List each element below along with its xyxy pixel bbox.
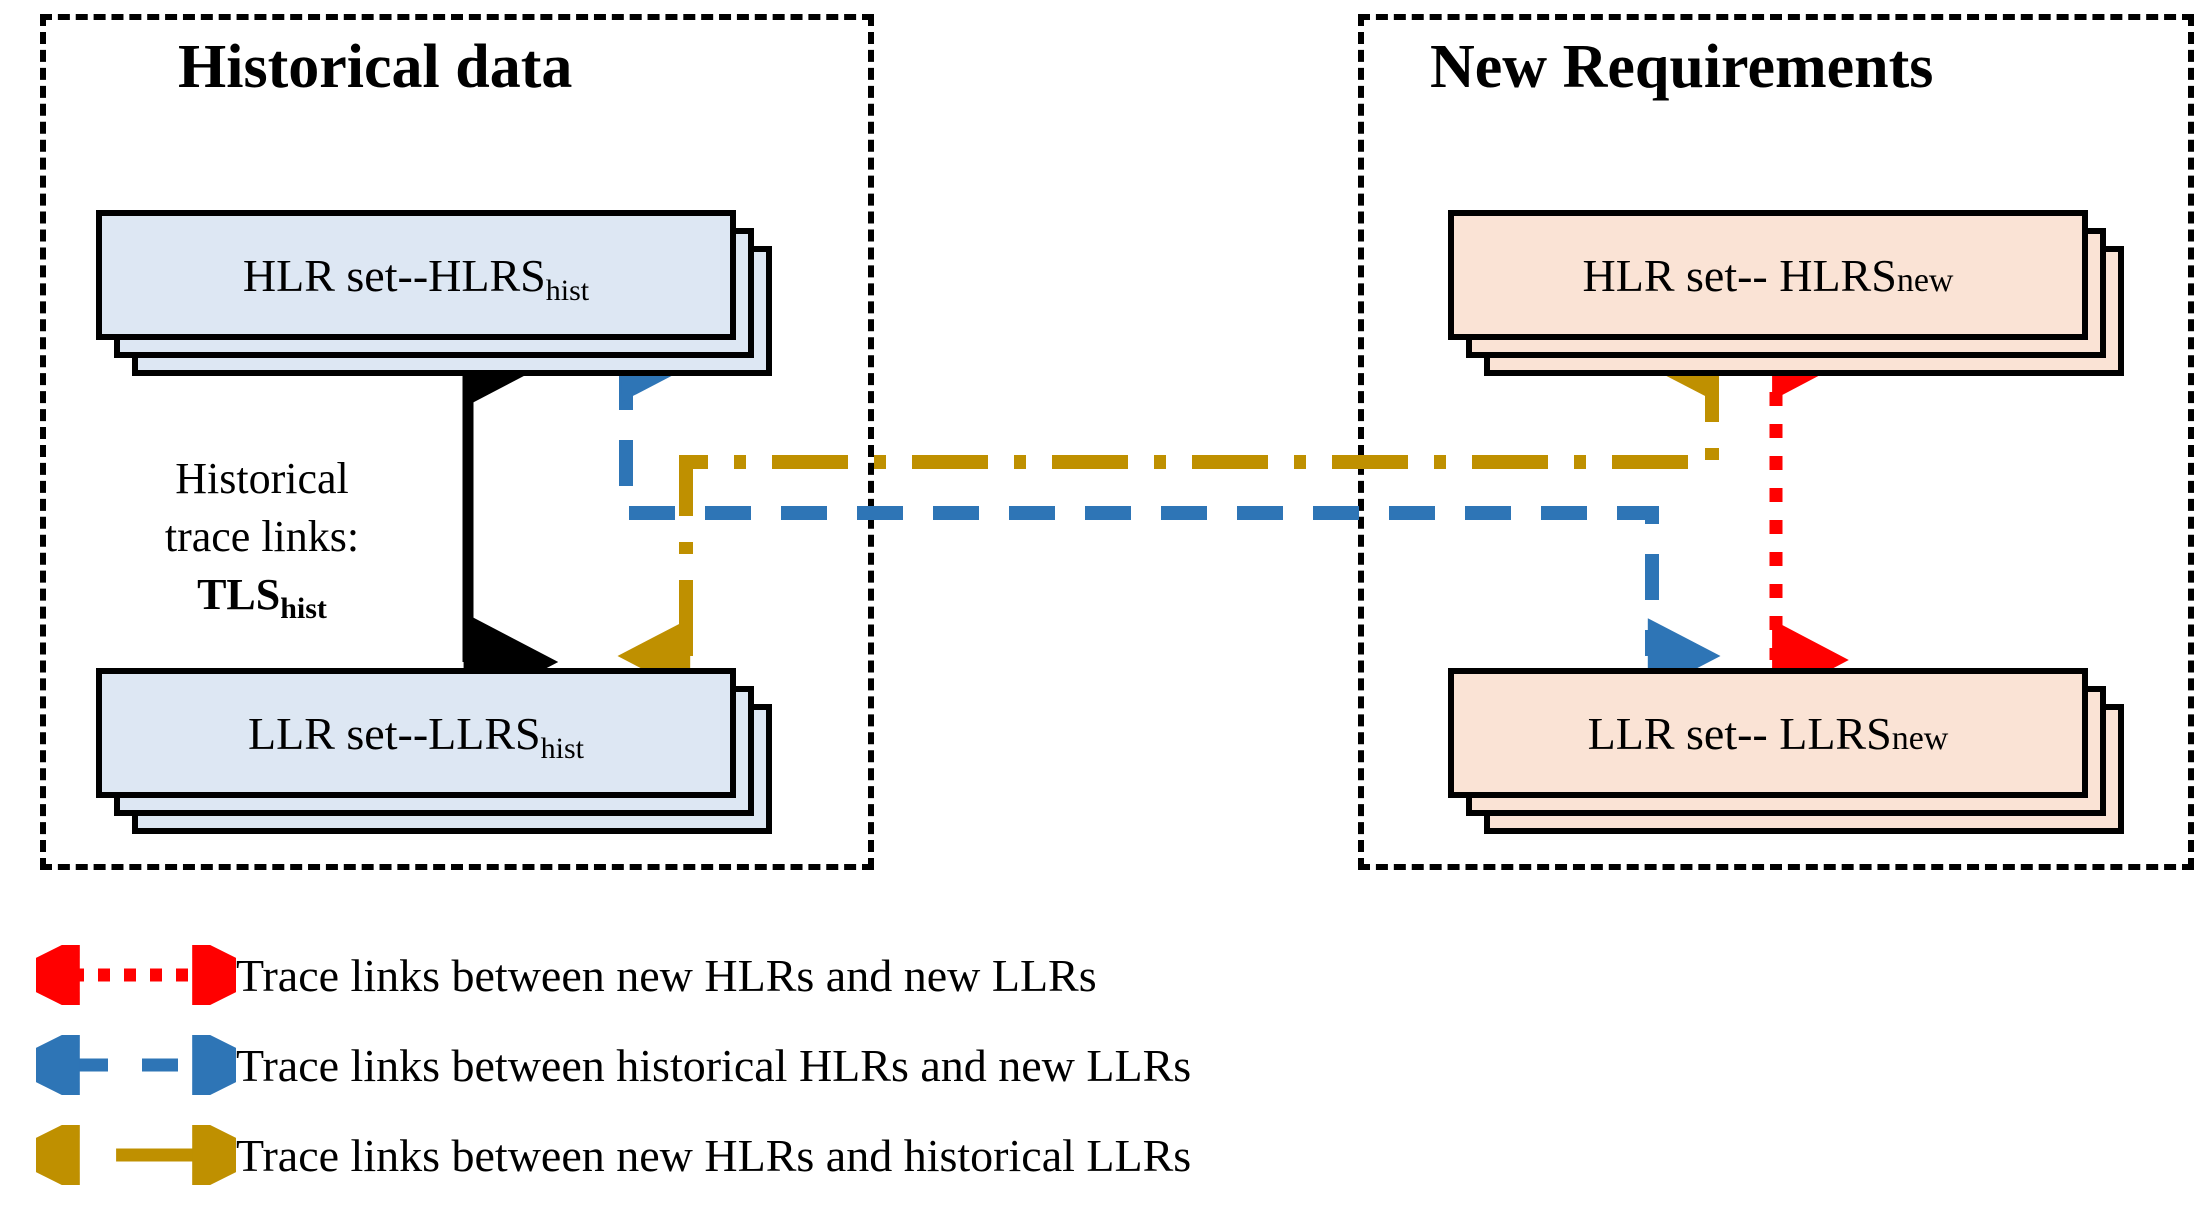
panel-title-historical-data: Historical data — [178, 33, 573, 101]
box-label-suffix: hist — [540, 731, 584, 765]
sheet-front: LLR set-- LLRSnew — [1448, 668, 2088, 798]
legend: Trace links between new HLRs and new LLR… — [0, 930, 2208, 1200]
box-label-suffix: hist — [545, 273, 590, 307]
legend-item-hist-hlr-new-llr: Trace links between historical HLRs and … — [0, 1020, 2208, 1110]
legend-item-new-hlr-new-llr: Trace links between new HLRs and new LLR… — [0, 930, 2208, 1020]
box-label-prefix: LLR set--LLRS — [248, 707, 541, 759]
box-label-llr-new: LLR set-- LLRSnew — [1588, 707, 1949, 760]
box-label-prefix: HLR set--HLRS — [242, 249, 546, 301]
historical-trace-links-annotation: Historical trace links: TLShist — [112, 450, 412, 626]
legend-label-new-hlr-hist-llr: Trace links between new HLRs and histori… — [236, 1129, 1192, 1181]
box-label-hlr-historical: HLR set--HLRShist — [242, 249, 589, 307]
annotation-symbol: TLS — [197, 570, 281, 620]
box-label-suffix: new — [1891, 719, 1949, 757]
annotation-symbol-subscript: hist — [280, 592, 327, 626]
legend-key-gold-dashdot-arrow — [1, 1116, 271, 1194]
legend-item-new-hlr-hist-llr: Trace links between new HLRs and histori… — [0, 1110, 2208, 1200]
legend-label-new-hlr-new-llr: Trace links between new HLRs and new LLR… — [236, 949, 1097, 1001]
box-label-prefix: LLR set-- LLRS — [1587, 707, 1892, 759]
legend-key-red-dotted-arrow — [1, 936, 271, 1014]
annotation-line-2: trace links: — [164, 512, 360, 562]
annotation-line-1: Historical — [175, 454, 349, 503]
box-label-prefix: HLR set-- HLRS — [1582, 249, 1897, 301]
annotation-symbol-line: TLShist — [112, 566, 412, 626]
box-label-llr-historical: LLR set--LLRShist — [248, 707, 584, 765]
legend-label-hist-hlr-new-llr: Trace links between historical HLRs and … — [236, 1039, 1192, 1091]
box-label-suffix: new — [1896, 261, 1954, 299]
box-label-hlr-new: HLR set-- HLRSnew — [1583, 249, 1954, 302]
sheet-front: HLR set--HLRShist — [96, 210, 736, 340]
legend-key-blue-dashed-arrow — [1, 1026, 271, 1104]
sheet-front: HLR set-- HLRSnew — [1448, 210, 2088, 340]
sheet-front: LLR set--LLRShist — [96, 668, 736, 798]
panel-title-new-requirements: New Requirements — [1430, 33, 1934, 101]
